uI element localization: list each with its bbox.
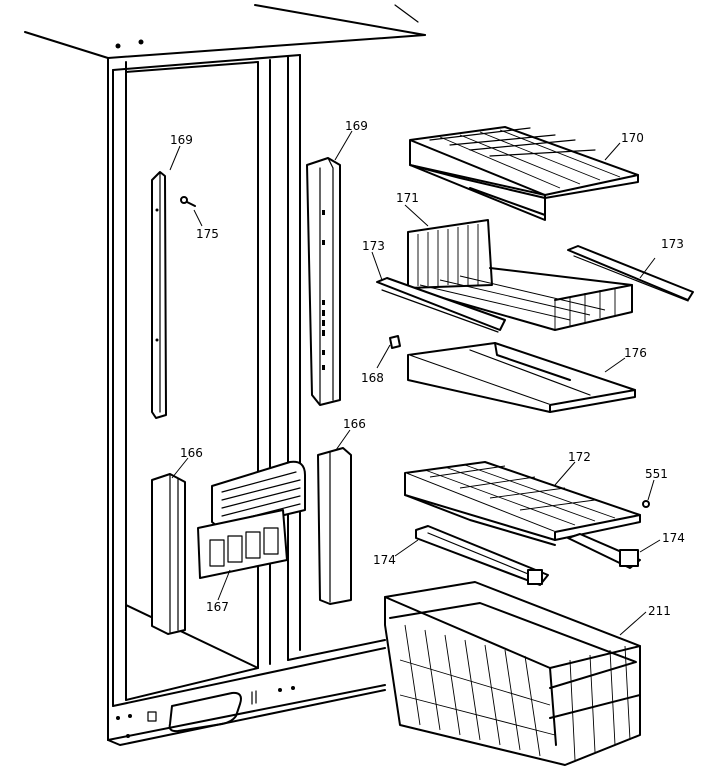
label-172: 172	[568, 450, 591, 464]
label-169-left: 169	[170, 133, 193, 147]
shelf-172	[404, 461, 641, 546]
shelf-176	[407, 342, 636, 413]
label-211: 211	[648, 604, 671, 618]
shelf-rail-right	[306, 157, 341, 406]
screw-175	[180, 196, 196, 207]
shelf-170	[409, 126, 639, 221]
wire-basket-171	[407, 219, 633, 331]
label-167: 167	[206, 600, 229, 614]
label-173-left: 173	[362, 239, 385, 253]
label-170: 170	[621, 131, 644, 145]
label-176: 176	[624, 346, 647, 360]
label-166-left: 166	[180, 446, 203, 460]
slide-174-right	[567, 533, 641, 569]
label-551: 551	[645, 467, 668, 481]
label-166-right: 166	[343, 417, 366, 431]
shelf-rail-left	[151, 171, 167, 419]
slide-173-right	[567, 245, 694, 302]
label-169-right: 169	[345, 119, 368, 133]
part-labels: 169 169 175 170 171 173 173 168 176 166 …	[170, 119, 685, 618]
clip-168	[389, 335, 401, 349]
label-174-left: 174	[373, 553, 396, 567]
slide-173-left	[376, 277, 506, 333]
panel-166-right	[317, 447, 352, 605]
label-171: 171	[396, 191, 419, 205]
leader-lines	[169, 130, 661, 636]
label-173-right: 173	[661, 237, 684, 251]
slide-174-left	[415, 525, 549, 586]
label-175: 175	[196, 227, 219, 241]
label-168: 168	[361, 371, 384, 385]
screw-551	[642, 500, 650, 508]
panel-166-left	[151, 473, 186, 635]
label-174-right: 174	[662, 531, 685, 545]
refrigerator-cabinet	[24, 4, 426, 746]
control-module-167	[197, 460, 306, 579]
freezer-basket-211	[384, 581, 641, 766]
